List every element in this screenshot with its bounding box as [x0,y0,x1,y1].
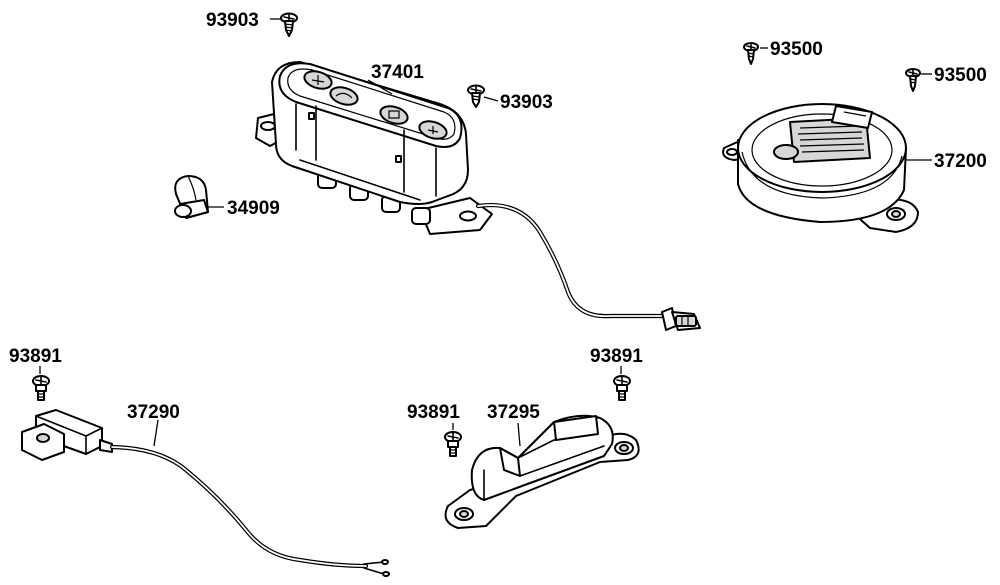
bulb-34909 [174,175,209,219]
label-round-module: 37200 [934,151,987,172]
screw-93903-top [280,12,298,37]
label-screw-93903-top: 93903 [206,10,259,31]
screw-93500-b [905,68,921,92]
label-screw-93891-bracket-mid: 93891 [407,402,460,423]
switch-panel-37401 [255,61,493,235]
label-screw-93500-a: 93500 [770,39,823,60]
screw-93891-bracket-mid [444,431,462,457]
label-screw-93891-bracket-right: 93891 [590,346,643,367]
label-switch-panel: 37401 [371,62,424,83]
screw-93903-panel [467,84,485,108]
switch-panel-connector [661,307,701,331]
label-sensor-cable: 37290 [127,402,180,423]
sensor-cable-leads [363,559,390,577]
label-bulb: 34909 [227,198,280,219]
bracket-37295 [444,414,640,529]
leader-switch-panel [367,79,393,95]
label-bracket: 37295 [487,402,540,423]
leader-sensor-cable [153,419,159,447]
sensor-cable-wire [109,444,369,569]
leader-screw-93903-panel [483,96,499,102]
label-screw-93500-b: 93500 [934,65,987,86]
label-screw-93903-panel: 93903 [500,92,553,113]
label-screw-93891-left: 93891 [9,346,62,367]
screw-93500-a [743,42,759,65]
screw-93891-left [32,375,50,401]
screw-93891-bracket-right [613,375,631,401]
round-module-37200 [722,103,919,233]
sensor-37290 [21,409,113,461]
leader-bracket [517,422,521,447]
